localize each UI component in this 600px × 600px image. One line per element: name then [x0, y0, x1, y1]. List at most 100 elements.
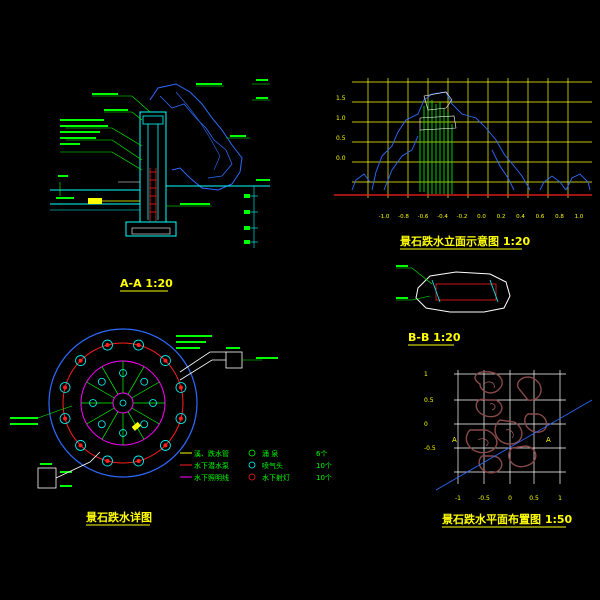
- detail-outer-nozzle-dot: [136, 458, 141, 463]
- section-aa-dimensions: [250, 186, 258, 248]
- elevation-waterfall: [419, 100, 453, 194]
- detail-outer-nozzle: [133, 339, 144, 351]
- plan-y-tick-label: -0.5: [424, 445, 436, 452]
- detail-outer-nozzle-dot: [178, 385, 183, 390]
- legend-item-count: 10个: [316, 462, 332, 470]
- plan-drawing: 1 0.5 0 -0.5 -1 -0.5 0 0.5 1 A A 景石跌水平面布置图 1:50: [424, 370, 593, 528]
- section-aa-pump: [88, 198, 102, 204]
- plan-y-tick-label: 0.5: [424, 397, 434, 404]
- legend-item-symbol: 涌 泉: [262, 449, 278, 458]
- elevation-x-tick-label: -0.8: [398, 214, 409, 220]
- detail-inner-nozzle: [97, 420, 106, 429]
- detail-outer-nozzle: [75, 355, 86, 366]
- elevation-x-ticks: -1.0 -0.8 -0.6 -0.4 -0.2 0.0 0.2 0.4 0.6 0.8 1.0: [379, 214, 584, 220]
- plan-stones: [465, 370, 548, 474]
- elevation-y-tick-label: 0.0: [336, 155, 346, 162]
- detail-inner-nozzle: [119, 369, 127, 377]
- detail-outer-nozzle-dot: [163, 443, 168, 448]
- plan-x-ticks: -1 -0.5 0 0.5 1: [455, 495, 562, 502]
- legend: 溪、跌水管 涌 泉 6个 水下潜水泵 喷气头 10个 水下照明线 水下射灯 10…: [180, 449, 332, 482]
- section-aa-leaders: [59, 83, 270, 207]
- elevation-y-ticks: 1.5 1.0 0.5 0.0: [336, 95, 346, 162]
- section-aa-foundation: [125, 221, 177, 237]
- elevation-y-tick-label: 0.5: [336, 135, 346, 142]
- detail-outer-nozzle: [160, 440, 171, 451]
- detail-outer-nozzle-dot: [163, 358, 168, 363]
- elevation-x-tick-label: 0.8: [555, 214, 564, 220]
- elevation-x-tick-label: 0.4: [516, 214, 525, 220]
- plan-x-tick-label: 0: [508, 495, 512, 502]
- plan-y-ticks: 1 0.5 0 -0.5: [424, 371, 436, 452]
- detail-center-nozzle: [119, 399, 127, 407]
- section-aa-annotations: [56, 79, 270, 205]
- plan-x-tick-label: 0.5: [529, 495, 539, 502]
- elevation-y-tick-label: 1.0: [336, 115, 346, 122]
- legend-row-3: 水下照明线 水下射灯 10个: [180, 473, 332, 482]
- elevation-x-tick-label: -0.6: [418, 214, 429, 220]
- detail-inner-nozzle: [97, 377, 106, 386]
- plan-section-mark-right: A: [546, 436, 551, 444]
- elevation-x-tick-label: 1.0: [575, 214, 584, 220]
- section-bb-stone: [415, 271, 511, 313]
- detail-inner-nozzles: [89, 369, 157, 437]
- legend-row-1: 溪、跌水管 涌 泉 6个: [180, 449, 327, 458]
- plan-title: 景石跌水平面布置图 1:50: [441, 512, 573, 526]
- elevation-x-tick-label: -0.4: [437, 214, 448, 220]
- elevation-y-tick-label: 1.5: [336, 95, 346, 102]
- detail-outer-nozzle: [133, 455, 144, 467]
- elevation-drawing: 1.5 1.0 0.5 0.0 -1.0 -0.8 -0.6 -0.4 -0.2 0.0 0.2 0…: [334, 78, 592, 250]
- detail-drawing: 景石跌水详图: [10, 328, 278, 526]
- plan-x-tick-label: -1: [455, 495, 461, 502]
- legend-item-count: 10个: [316, 474, 332, 482]
- detail-outer-ring: [48, 328, 198, 478]
- detail-inner-nozzle: [140, 377, 149, 386]
- section-aa-title: A-A 1:20: [120, 277, 173, 290]
- elevation-x-tick-label: 0.0: [477, 214, 486, 220]
- elevation-x-tick-label: 0.6: [536, 214, 545, 220]
- section-aa-stone: [149, 83, 243, 191]
- detail-outer-nozzle-dot: [78, 443, 83, 448]
- plan-blue-line: [435, 399, 593, 491]
- legend-item-symbol: 喷气头: [262, 461, 283, 470]
- plan-x-tick-label: -0.5: [478, 495, 490, 502]
- detail-outer-nozzle-dot: [78, 358, 83, 363]
- detail-outer-nozzle-dot: [63, 385, 68, 390]
- detail-outer-nozzle-dot: [63, 416, 68, 421]
- elevation-x-tick-label: -1.0: [379, 214, 390, 220]
- detail-outer-nozzle-dot: [105, 458, 110, 463]
- plan-section-mark-left: A: [452, 436, 457, 444]
- detail-inner-nozzle: [119, 429, 127, 437]
- detail-outer-nozzles: [59, 339, 187, 467]
- detail-outer-nozzle: [59, 382, 71, 393]
- elevation-x-tick-label: 0.2: [497, 214, 506, 220]
- detail-inner-nozzle: [140, 420, 149, 429]
- legend-item-name: 水下照明线: [194, 473, 229, 482]
- detail-outer-nozzle: [102, 455, 113, 467]
- detail-outer-nozzle-dot: [105, 343, 110, 348]
- section-bb-drawing: B-B 1:20: [396, 265, 511, 346]
- legend-item-name: 溪、跌水管: [194, 449, 229, 458]
- detail-outer-nozzle: [102, 339, 113, 351]
- plan-y-tick-label: 1: [424, 371, 428, 378]
- legend-item-name: 水下潜水泵: [194, 461, 229, 470]
- detail-outer-nozzle: [160, 355, 171, 366]
- elevation-x-tick-label: -0.2: [457, 214, 468, 220]
- detail-inner-nozzle: [149, 399, 157, 407]
- detail-outer-nozzle: [175, 382, 187, 393]
- legend-item-symbol: 水下射灯: [262, 473, 290, 482]
- detail-inner-nozzle: [89, 399, 97, 407]
- plan-x-tick-label: 1: [558, 495, 562, 502]
- legend-item-count: 6个: [316, 450, 327, 458]
- section-bb-title: B-B 1:20: [408, 331, 461, 344]
- plan-grid: [454, 370, 566, 484]
- detail-outer-nozzle: [175, 413, 187, 424]
- detail-outer-nozzle: [59, 413, 71, 424]
- legend-row-2: 水下潜水泵 喷气头 10个: [180, 461, 332, 470]
- detail-outer-nozzle-dot: [178, 416, 183, 421]
- detail-title: 景石跌水详图: [85, 510, 152, 524]
- plan-y-tick-label: 0: [424, 421, 428, 428]
- detail-red-ring: [62, 342, 184, 464]
- elevation-title: 景石跌水立面示意图 1:20: [399, 234, 531, 248]
